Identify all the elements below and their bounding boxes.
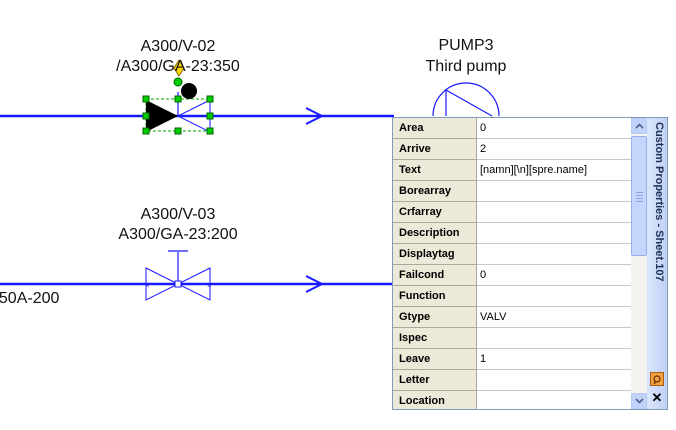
handle-s[interactable] xyxy=(174,127,182,135)
property-value[interactable]: VALV xyxy=(477,307,631,328)
handle-ne[interactable] xyxy=(206,95,214,103)
handle-w[interactable] xyxy=(142,112,150,120)
property-row[interactable]: Borearray xyxy=(393,181,631,202)
close-icon[interactable]: ✕ xyxy=(651,390,663,405)
property-name: Leave xyxy=(393,349,477,370)
property-row[interactable]: Description xyxy=(393,223,631,244)
property-row[interactable]: Displaytag xyxy=(393,244,631,265)
pump-description: Third pump xyxy=(425,58,507,75)
scroll-up-icon xyxy=(634,123,644,129)
property-value[interactable]: 2 xyxy=(477,139,631,160)
handle-sw[interactable] xyxy=(142,127,150,135)
property-name: Function xyxy=(393,286,477,307)
property-row[interactable]: Text[namn][\n][spre.name] xyxy=(393,160,631,181)
property-name: Crfarray xyxy=(393,202,477,223)
property-value[interactable] xyxy=(477,391,631,409)
property-name: Description xyxy=(393,223,477,244)
property-value[interactable] xyxy=(477,370,631,391)
property-name: Letter xyxy=(393,370,477,391)
property-name: Displaytag xyxy=(393,244,477,265)
pin-icon[interactable] xyxy=(650,372,664,386)
valve-left-wing xyxy=(146,100,178,132)
panel-title: Custom Properties - Sheet.107 xyxy=(653,122,665,282)
valve-v02-line: /A300/GA-23:350 xyxy=(116,58,240,75)
property-row[interactable]: Location xyxy=(393,391,631,409)
property-value[interactable] xyxy=(477,328,631,349)
property-value[interactable]: [namn][\n][spre.name] xyxy=(477,160,631,181)
control-point-icon[interactable] xyxy=(173,59,185,77)
property-value[interactable] xyxy=(477,244,631,265)
property-value[interactable] xyxy=(477,286,631,307)
rotation-handle[interactable] xyxy=(173,77,183,87)
scroll-thumb[interactable] xyxy=(631,136,647,256)
property-value[interactable]: 0 xyxy=(477,265,631,286)
vertical-scrollbar[interactable] xyxy=(631,118,647,409)
valve-v03-line: A300/GA-23:200 xyxy=(118,226,238,243)
property-value[interactable] xyxy=(477,202,631,223)
valve-v03-symbol[interactable]: × × xyxy=(145,250,212,301)
property-value[interactable]: 0 xyxy=(477,118,631,139)
scroll-down-button[interactable] xyxy=(631,393,647,409)
valve-v02-symbol[interactable] xyxy=(142,59,214,135)
property-name: Failcond xyxy=(393,265,477,286)
property-name: Ispec xyxy=(393,328,477,349)
scroll-down-icon xyxy=(634,398,644,404)
valve-v02-tag: A300/V-02 xyxy=(140,38,216,55)
property-name: Location xyxy=(393,391,477,409)
property-name: Gtype xyxy=(393,307,477,328)
property-name: Area xyxy=(393,118,477,139)
flow-arrow-bottom xyxy=(305,275,325,293)
property-row[interactable]: Ispec xyxy=(393,328,631,349)
property-name: Text xyxy=(393,160,477,181)
scroll-up-button[interactable] xyxy=(631,118,647,134)
handle-se[interactable] xyxy=(206,127,214,135)
flow-arrow-top xyxy=(305,107,325,125)
property-name: Borearray xyxy=(393,181,477,202)
handle-e[interactable] xyxy=(206,112,214,120)
svg-text:×: × xyxy=(145,281,150,290)
property-value[interactable]: 1 xyxy=(477,349,631,370)
pump-tag: PUMP3 xyxy=(438,37,494,54)
handle-n[interactable] xyxy=(174,95,182,103)
actuator-ball xyxy=(181,83,197,99)
property-row[interactable]: Letter xyxy=(393,370,631,391)
pump-symbol[interactable] xyxy=(432,82,500,117)
pipe-size-label: 350A-200 xyxy=(0,290,60,307)
valve-v03-tag: A300/V-03 xyxy=(140,206,216,223)
panel-title-bar[interactable]: Custom Properties - Sheet.107 ✕ xyxy=(647,118,667,409)
property-value[interactable] xyxy=(477,223,631,244)
property-row[interactable]: Crfarray xyxy=(393,202,631,223)
property-value[interactable] xyxy=(477,181,631,202)
handle-nw[interactable] xyxy=(142,95,150,103)
svg-text:×: × xyxy=(207,281,212,290)
property-name: Arrive xyxy=(393,139,477,160)
property-row[interactable]: Function xyxy=(393,286,631,307)
